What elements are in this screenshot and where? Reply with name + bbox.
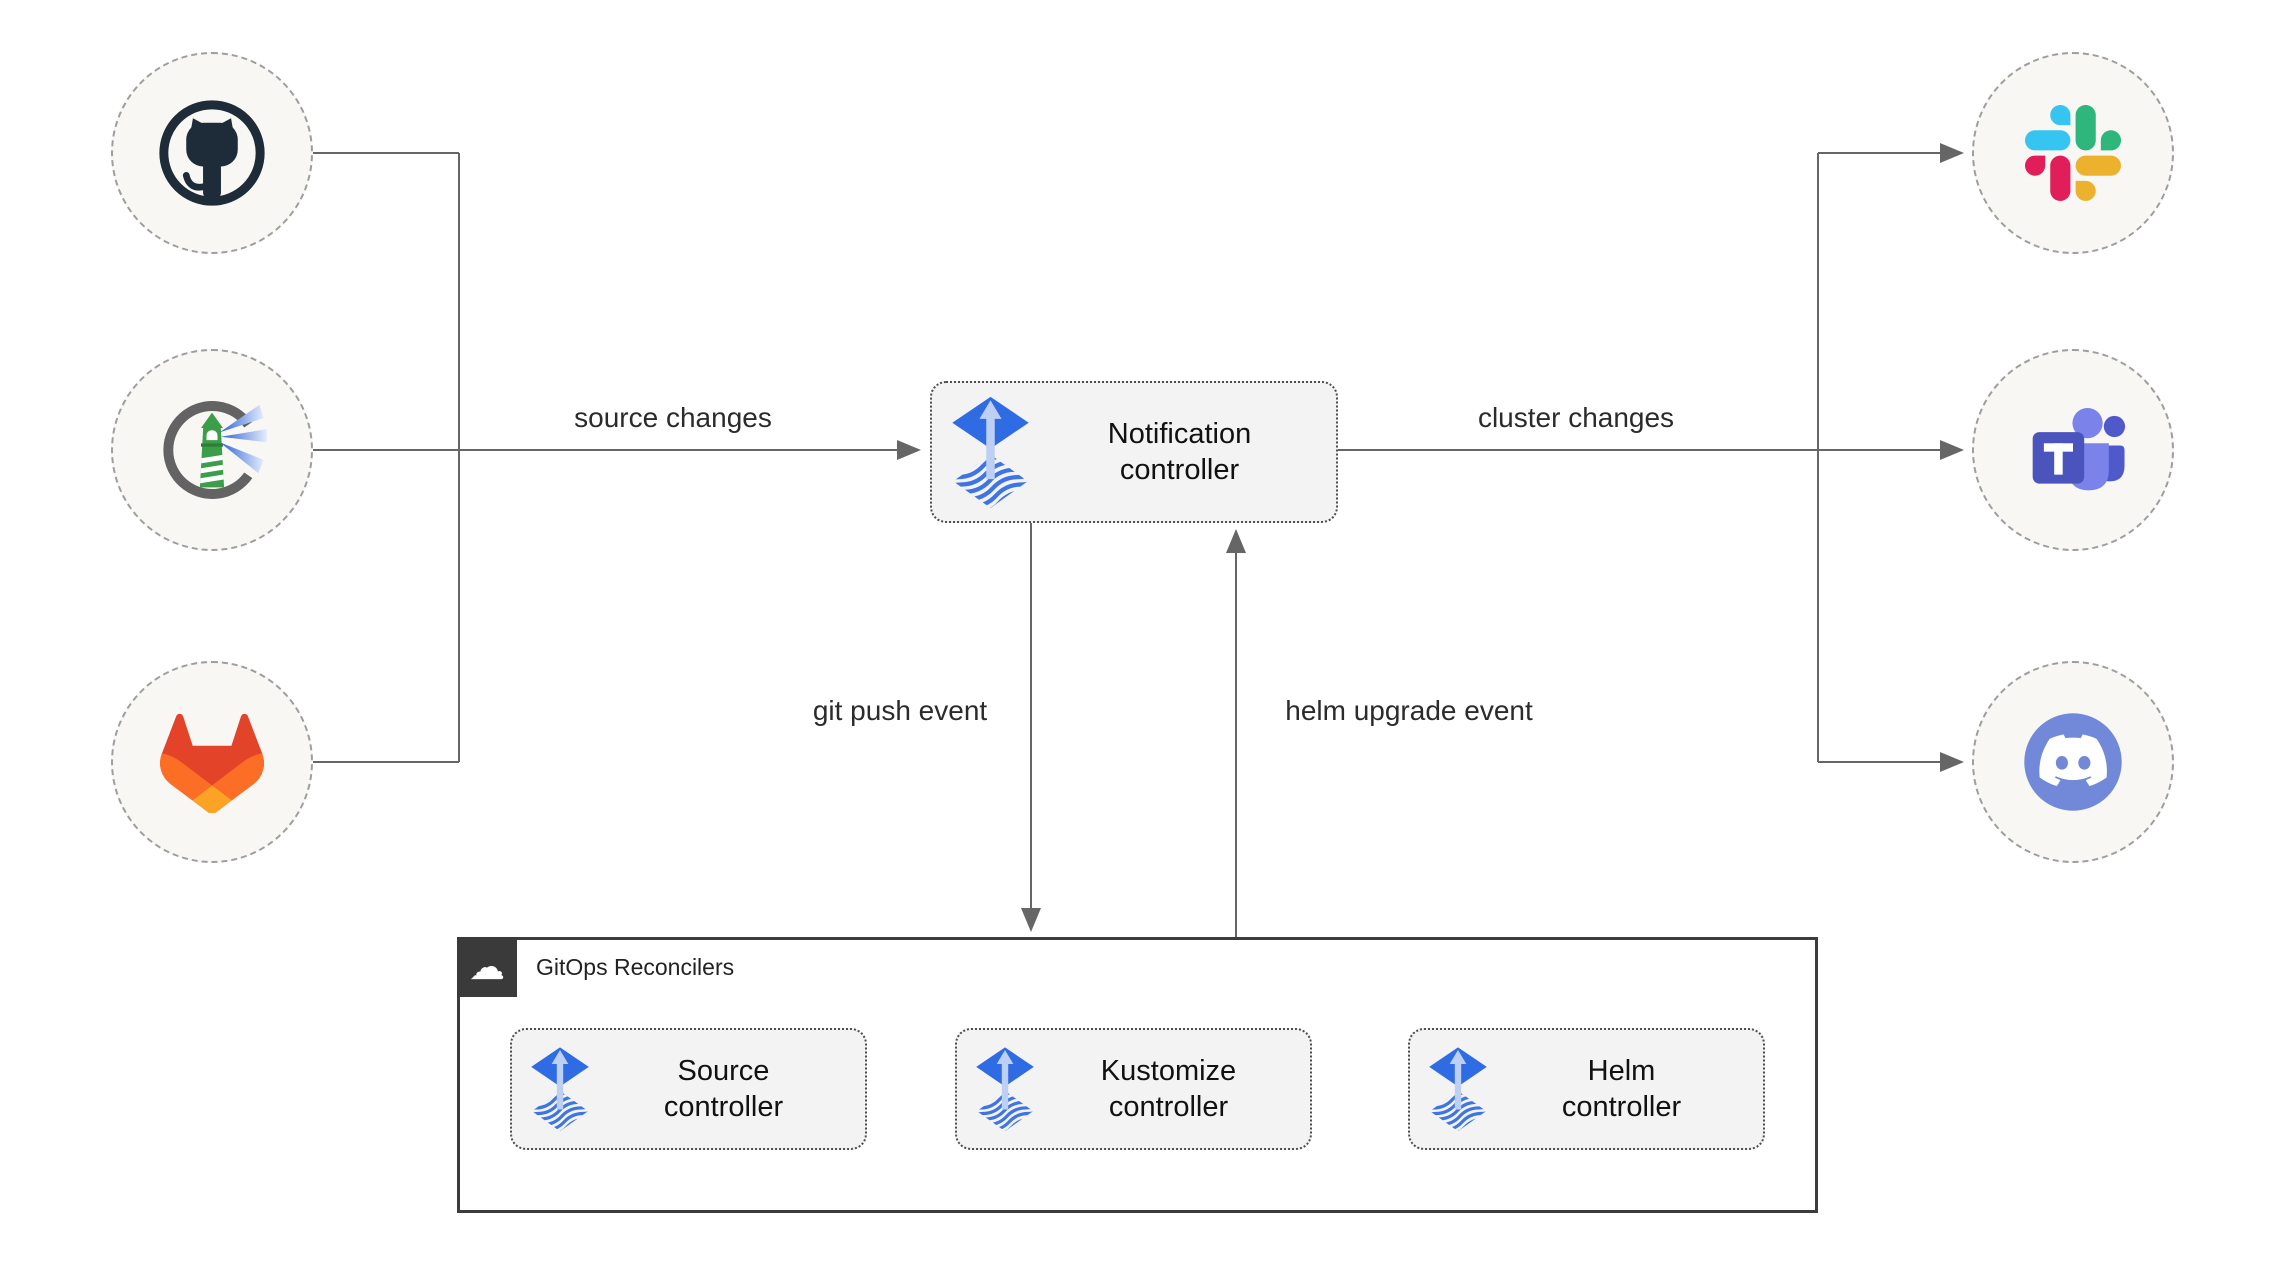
flux-icon [973,1046,1037,1132]
notification-controller-box: Notification controller [930,381,1338,523]
node-github [111,52,313,254]
slack-icon [2025,105,2121,201]
kustomize-controller-label: Kustomize controller [1100,1054,1237,1123]
node-discord [1972,661,2174,863]
edge-label-cluster-changes: cluster changes [1471,402,1681,434]
edge-label-helm-upgrade-event: helm upgrade event [1279,695,1539,727]
source-controller-box: Source controller [510,1028,867,1150]
flux-icon [948,396,1033,508]
github-icon [156,97,268,209]
helm-controller-box: Helm controller [1408,1028,1765,1150]
edge-label-source-changes: source changes [568,402,778,434]
gitlab-icon [160,712,264,813]
harbor-icon [157,395,267,505]
gitops-reconcilers-title: GitOps Reconcilers [536,954,735,980]
node-harbor [111,349,313,551]
notification-controller-label: Notification controller [1107,417,1252,486]
node-teams [1972,349,2174,551]
kustomize-controller-box: Kustomize controller [955,1028,1312,1150]
flux-icon [1426,1046,1490,1132]
edge-label-git-push-event: git push event [806,695,994,727]
discord-icon [2015,704,2131,820]
teams-icon [2017,394,2129,506]
helm-controller-label: Helm controller [1561,1054,1682,1123]
source-controller-label: Source controller [663,1054,784,1123]
node-slack [1972,52,2174,254]
flux-icon [528,1046,592,1132]
cloud-icon: ☁ [457,937,517,997]
node-gitlab [111,661,313,863]
